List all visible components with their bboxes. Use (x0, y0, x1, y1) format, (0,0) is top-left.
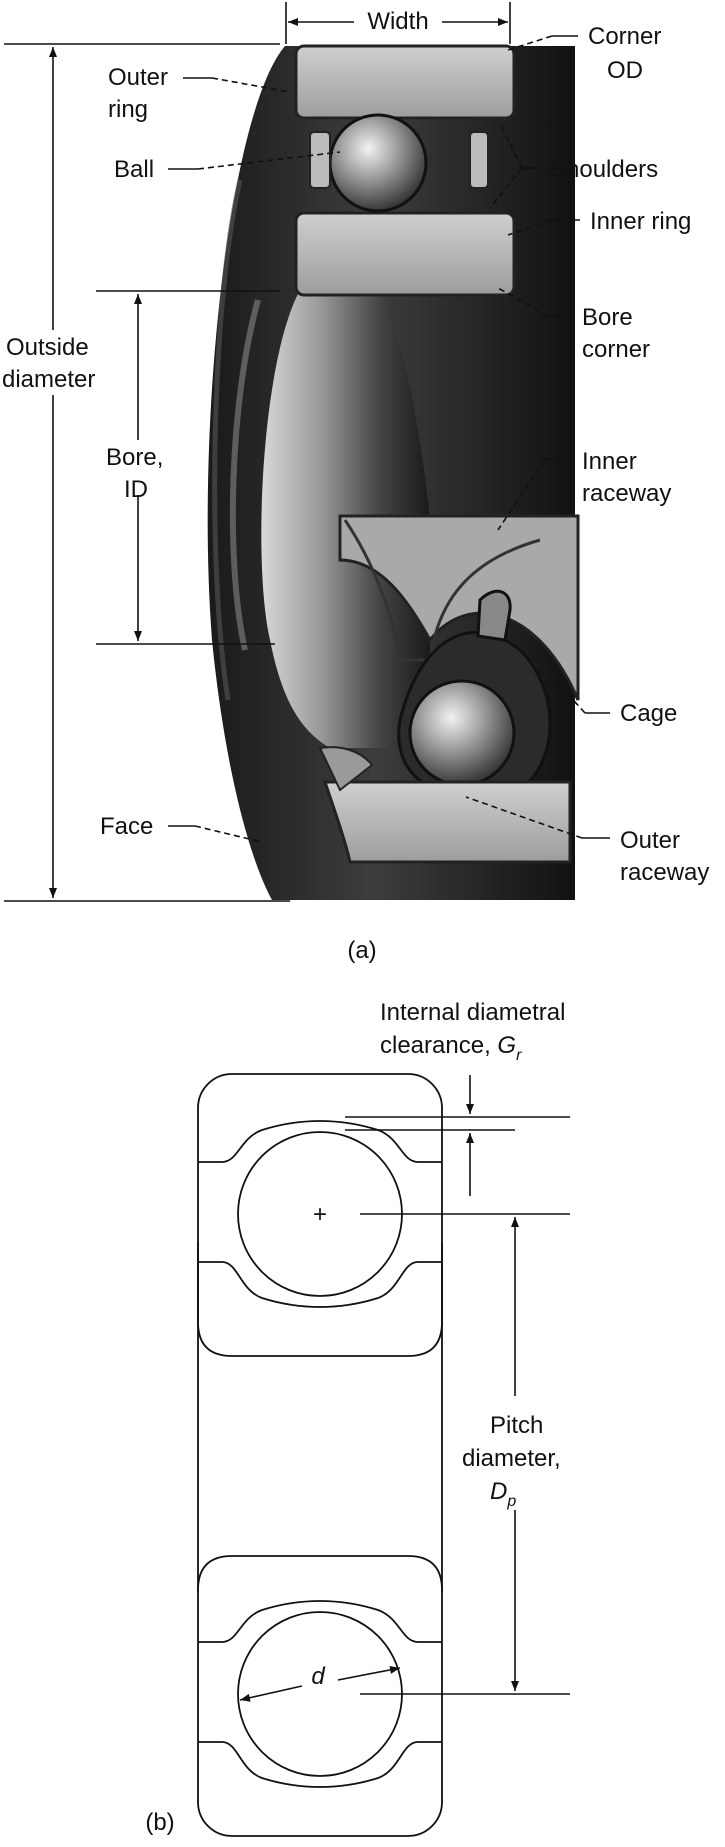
label-outside-diameter-2: diameter (2, 366, 95, 393)
bearing-illustration (207, 44, 580, 900)
label-outer-raceway-2: raceway (620, 859, 709, 886)
center-mark: + (313, 1201, 327, 1228)
label-ball-diameter: d (311, 1663, 325, 1690)
outer-ring-top (294, 44, 516, 120)
label-bore-corner-2: corner (582, 336, 650, 363)
label-inner-raceway-2: raceway (582, 480, 671, 507)
labels-a: Width Corner OD Outer ring Ball Shoulder… (2, 8, 709, 964)
outer-envelope (197, 1073, 443, 1837)
outer-ring-lower (322, 780, 572, 864)
bottom-inner-groove (198, 1741, 442, 1788)
top-inner-groove (198, 1261, 442, 1308)
label-shoulders: Shoulders (550, 156, 658, 183)
label-outer-ring-2: ring (108, 96, 148, 123)
bottom-ring-section (197, 1555, 443, 1592)
label-width: Width (367, 8, 428, 35)
label-pitch-symbol: Dp (490, 1478, 516, 1510)
inner-ring-top (294, 211, 516, 297)
label-pitch-1: Pitch (490, 1412, 543, 1439)
labels-b: Internal diametral clearance, Gr + Pitch… (145, 999, 565, 1836)
label-outer-ring-1: Outer (108, 64, 168, 91)
label-outer-raceway-1: Outer (620, 827, 680, 854)
label-corner-od-1: Corner (588, 23, 661, 50)
label-corner-od-2: OD (607, 57, 643, 84)
panel-label-a: (a) (347, 937, 376, 964)
bottom-outer-groove (198, 1600, 442, 1643)
label-bore-corner-1: Bore (582, 304, 633, 331)
dimension-lines-b (239, 1075, 570, 1702)
label-clearance-2: clearance, Gr (380, 1032, 522, 1064)
leader-lines-a (168, 35, 610, 843)
label-cage: Cage (620, 700, 677, 727)
label-pitch-2: diameter, (462, 1445, 561, 1472)
label-face: Face (100, 813, 153, 840)
ball-lower (408, 679, 516, 787)
top-outer-groove (198, 1120, 442, 1163)
ball-top (328, 113, 428, 213)
bearing-cross-section (197, 1073, 443, 1837)
label-inner-ring: Inner ring (590, 208, 691, 235)
label-ball: Ball (114, 156, 154, 183)
label-clearance-subscript: r (516, 1047, 522, 1064)
top-ring-section (197, 1242, 443, 1357)
label-clearance-1: Internal diametral (380, 999, 565, 1026)
panel-label-b: (b) (145, 1809, 174, 1836)
label-clearance-symbol: G (497, 1032, 516, 1059)
label-pitch-letter: D (490, 1478, 507, 1505)
label-bore-id-1: Bore, (106, 444, 163, 471)
label-clearance-text: clearance, (380, 1032, 497, 1059)
label-pitch-subscript: p (506, 1493, 516, 1510)
label-bore-id-2: ID (124, 476, 148, 503)
label-outside-diameter-1: Outside (6, 334, 89, 361)
dimension-lines-a (4, 2, 511, 902)
label-inner-raceway-1: Inner (582, 448, 637, 475)
